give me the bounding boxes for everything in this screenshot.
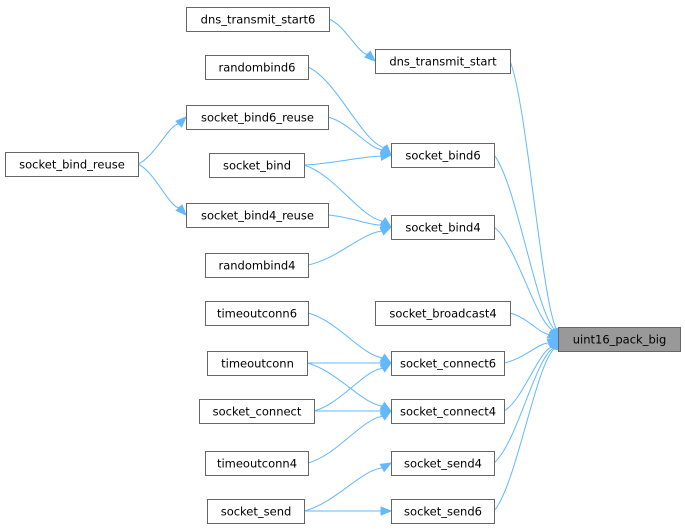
edge-timeoutconn4-to-socket_connect4: [307, 415, 383, 464]
arrowhead-dns_transmit_start6-to-dns_transmit_start: [364, 50, 376, 62]
node-box: [205, 301, 309, 326]
node-label: timeoutconn: [221, 357, 294, 371]
node-socket_send[interactable]: socket_send: [207, 499, 305, 524]
node-box: [205, 451, 309, 476]
node-box: [199, 399, 315, 424]
node-box: [558, 327, 681, 352]
node-box: [375, 49, 511, 74]
edge-socket_bind_reuse-to-socket_bind6_reuse: [137, 123, 180, 165]
node-label: socket_bind6_reuse: [201, 111, 314, 125]
node-box: [209, 153, 305, 178]
node-label: socket_send6: [404, 505, 482, 519]
node-label: dns_transmit_start6: [201, 13, 316, 27]
node-box: [205, 253, 309, 278]
node-box: [391, 399, 505, 424]
node-randombind6[interactable]: randombind6: [205, 55, 309, 80]
edge-socket_bind6_reuse-to-socket_bind6: [327, 116, 383, 151]
node-box: [205, 55, 309, 80]
edge-socket_bind-to-socket_bind4: [303, 164, 383, 222]
arrowhead-socket_broadcast4-to-uint16_pack_big: [546, 329, 560, 340]
edge-socket_connect-to-socket_connect6: [313, 367, 383, 412]
node-label: randombind4: [218, 259, 295, 273]
node-socket_bind4[interactable]: socket_bind4: [391, 215, 495, 240]
edge-timeoutconn6-to-socket_connect6: [307, 312, 383, 359]
node-socket_send4[interactable]: socket_send4: [391, 451, 495, 476]
edges-layer: [137, 18, 561, 516]
arrowhead-socket_bind_reuse-to-socket_bind6_reuse: [175, 116, 187, 128]
node-label: timeoutconn6: [217, 307, 297, 321]
node-label: socket_connect6: [400, 357, 496, 371]
node-socket_bind4_reuse[interactable]: socket_bind4_reuse: [186, 203, 329, 228]
arrowhead-socket_send-to-socket_send4: [379, 462, 393, 473]
node-box: [186, 7, 330, 32]
node-label: socket_connect4: [400, 405, 496, 419]
edge-socket_send6-to-uint16_pack_big: [493, 347, 555, 512]
node-label: randombind6: [218, 61, 295, 75]
node-box: [375, 301, 511, 326]
node-randombind4[interactable]: randombind4: [205, 253, 309, 278]
edge-timeoutconn-to-socket_connect4: [306, 362, 383, 407]
edge-dns_transmit_start6-to-dns_transmit_start: [328, 18, 368, 55]
node-label: socket_connect: [213, 405, 302, 419]
node-socket_connect6[interactable]: socket_connect6: [391, 351, 505, 376]
edge-socket_broadcast4-to-uint16_pack_big: [509, 312, 550, 335]
node-box: [391, 451, 495, 476]
node-label: socket_send: [221, 505, 292, 519]
node-label: dns_transmit_start: [389, 55, 497, 69]
edge-socket_bind4-to-uint16_pack_big: [493, 226, 554, 331]
edge-dns_transmit_start-to-uint16_pack_big: [509, 60, 557, 330]
node-label: socket_broadcast4: [389, 307, 496, 321]
node-label: socket_bind4_reuse: [201, 209, 314, 223]
edge-socket_send4-to-uint16_pack_big: [493, 347, 554, 464]
node-box: [391, 143, 495, 168]
node-timeoutconn4[interactable]: timeoutconn4: [205, 451, 309, 476]
arrowhead-timeoutconn4-to-socket_connect4: [379, 410, 393, 421]
node-socket_connect4[interactable]: socket_connect4: [391, 399, 505, 424]
node-socket_connect[interactable]: socket_connect: [199, 399, 315, 424]
arrowhead-socket_bind_reuse-to-socket_bind4_reuse: [175, 204, 187, 216]
node-label: socket_bind6: [405, 149, 480, 163]
arrowhead-socket_send-to-socket_send6: [380, 506, 393, 516]
node-socket_send6[interactable]: socket_send6: [391, 499, 495, 524]
node-label: uint16_pack_big: [573, 333, 667, 347]
node-label: socket_bind: [223, 159, 291, 173]
arrowhead-randombind4-to-socket_bind4: [379, 226, 393, 236]
edge-socket_bind_reuse-to-socket_bind4_reuse: [137, 163, 180, 209]
edge-socket_connect4-to-uint16_pack_big: [503, 346, 553, 412]
arrowhead-socket_bind-to-socket_bind6: [380, 151, 393, 161]
edge-socket_bind-to-socket_bind6: [303, 155, 382, 166]
node-box: [391, 215, 495, 240]
node-label: socket_bind_reuse: [19, 158, 125, 172]
node-box: [207, 499, 305, 524]
node-socket_broadcast4[interactable]: socket_broadcast4: [375, 301, 511, 326]
arrowhead-socket_connect-to-socket_connect6: [379, 362, 393, 373]
node-label: timeoutconn4: [217, 457, 297, 471]
node-socket_bind6_reuse[interactable]: socket_bind6_reuse: [186, 105, 329, 130]
edge-randombind4-to-socket_bind4: [307, 230, 382, 266]
node-box: [391, 499, 495, 524]
node-socket_bind_reuse[interactable]: socket_bind_reuse: [5, 152, 139, 177]
node-box: [186, 105, 329, 130]
node-socket_bind6[interactable]: socket_bind6: [391, 143, 495, 168]
node-label: socket_bind4: [405, 221, 480, 235]
node-box: [391, 351, 505, 376]
node-timeoutconn6[interactable]: timeoutconn6: [205, 301, 309, 326]
node-socket_bind[interactable]: socket_bind: [209, 153, 305, 178]
edge-randombind6-to-socket_bind6: [307, 66, 385, 149]
node-uint16_pack_big[interactable]: uint16_pack_big: [558, 327, 681, 352]
node-box: [186, 203, 329, 228]
node-box: [5, 152, 139, 177]
edge-socket_connect6-to-uint16_pack_big: [503, 342, 549, 364]
node-dns_transmit_start[interactable]: dns_transmit_start: [375, 49, 511, 74]
nodes-layer: uint16_pack_big dns_transmit_start dns_tra…: [5, 7, 681, 524]
node-box: [207, 351, 308, 376]
edge-socket_bind6-to-uint16_pack_big: [493, 154, 556, 330]
node-timeoutconn[interactable]: timeoutconn: [207, 351, 308, 376]
edge-socket_bind4_reuse-to-socket_bind4: [327, 214, 382, 226]
node-label: socket_send4: [404, 457, 482, 471]
edge-socket_send-to-socket_send4: [303, 467, 383, 512]
node-dns_transmit_start6[interactable]: dns_transmit_start6: [186, 7, 330, 32]
